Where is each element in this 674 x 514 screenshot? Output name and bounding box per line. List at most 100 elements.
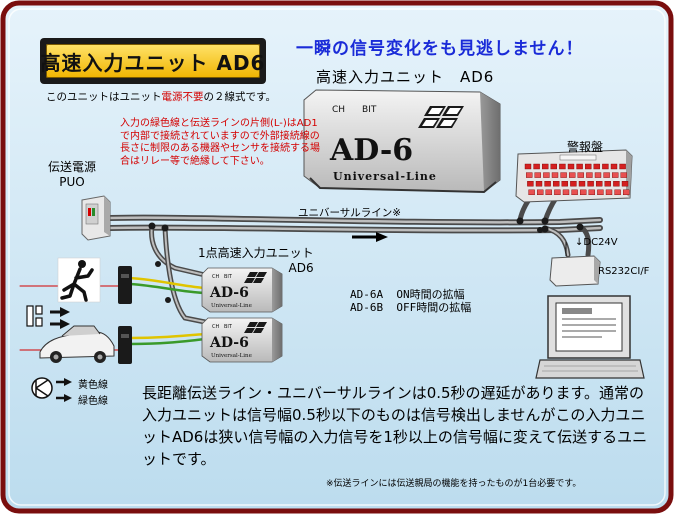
- alarm-lamp: [534, 172, 541, 178]
- wiring-caution-note: 入力の緑色線と伝送ラインの片側(L-)はAD1で内部で接続されていますので外部接…: [120, 118, 320, 167]
- dc24v-text: DC24V: [583, 237, 618, 248]
- alarm-lamp-grid: [524, 163, 630, 196]
- alarm-lamp: [551, 172, 559, 178]
- title-badge-text: 高速入力ユニット AD6: [41, 44, 264, 78]
- alarm-lamp: [527, 180, 534, 187]
- alarm-lamp: [602, 163, 609, 170]
- subtitle-pre: このユニットはユニット: [46, 91, 162, 103]
- alarm-lamp: [550, 163, 557, 170]
- catchphrase: 一瞬の信号変化をも見逃しません！: [296, 39, 584, 59]
- variant-ad6a-desc: ON時間の拡幅: [396, 288, 465, 301]
- alarm-lamp: [544, 180, 551, 187]
- alarm-lamp: [596, 180, 603, 187]
- alarm-lamp: [537, 189, 544, 196]
- transmission-line-label: ユニバーサルライン※: [298, 207, 402, 219]
- alarm-lamp: [605, 189, 613, 196]
- alarm-lamp: [613, 180, 620, 187]
- alarm-lamp: [610, 163, 618, 170]
- alarm-lamp: [543, 172, 550, 178]
- variant-ad6b-desc: OFF時間の拡幅: [396, 301, 472, 314]
- alarm-lamp: [594, 172, 602, 178]
- power-supply-model: PUO: [59, 175, 85, 189]
- rs232c-interface-box: [549, 242, 601, 287]
- photo-sensor-upper: [118, 266, 132, 304]
- single-unit-model: AD6: [288, 261, 314, 275]
- ad6-unit-lower: [201, 317, 283, 363]
- alarm-lamp: [533, 163, 540, 170]
- description-text: 長距離伝送ライン・ユニバーサルラインは0.5秒の遅延があります。通常の入力ユニッ…: [142, 384, 648, 468]
- alarm-lamp: [621, 180, 629, 187]
- alarm-lamp: [535, 180, 543, 187]
- contact-symbol-icon: [31, 377, 72, 402]
- ad6-unit-upper: [201, 267, 283, 313]
- alarm-lamp: [593, 163, 600, 170]
- running-person-icon: [57, 257, 101, 303]
- alarm-lamp: [569, 172, 576, 178]
- alarm-lamp: [528, 189, 535, 196]
- single-unit-name: 1点高速入力ユニット: [198, 246, 314, 260]
- alarm-lamp: [597, 189, 604, 196]
- alarm-lamp: [588, 189, 595, 196]
- alarm-lamp: [612, 172, 619, 178]
- alarm-lamp: [576, 163, 583, 170]
- ad6-unit-lower-label: CH BIT AD-6 Universal-Line: [209, 324, 252, 359]
- footnote: ※伝送ラインには伝送親局の機能を持ったものが1台必要です。: [326, 479, 582, 489]
- product-title: 高速入力ユニット AD6: [316, 68, 495, 86]
- ad6-unit-upper-label: CH BIT AD-6 Universal-Line: [209, 274, 252, 309]
- variant-ad6a: AD-6A ON時間の拡幅: [350, 286, 465, 302]
- wire-junctions: [148, 217, 584, 303]
- signal-arrowhead: [376, 232, 388, 242]
- alarm-lamp: [619, 163, 626, 170]
- unit-upper-bit-label: BIT: [224, 274, 233, 280]
- unit-upper-model-text: AD-6: [209, 285, 249, 301]
- alarm-lamp: [585, 163, 592, 170]
- alarm-lamp: [560, 172, 567, 178]
- power-supply-unit: [81, 195, 111, 241]
- subtitle: このユニットはユニット電源不要の２線式です。: [46, 89, 276, 104]
- alarm-lamp: [623, 189, 630, 196]
- alarm-lamp: [567, 163, 575, 170]
- subtitle-post: の２線式です。: [203, 91, 276, 103]
- subtitle-highlight: 電源不要: [161, 91, 204, 103]
- alarm-lamp: [578, 180, 586, 187]
- product-bit-label: BIT: [362, 105, 377, 115]
- dc24v-label: ↓DC24V: [575, 237, 618, 248]
- alarm-lamp: [554, 189, 561, 196]
- product-model-text: AD-6: [329, 133, 413, 168]
- title-badge: 高速入力ユニット AD6: [40, 38, 266, 84]
- alarm-lamp: [587, 180, 594, 187]
- variant-ad6a-model: AD-6A: [350, 288, 384, 301]
- power-supply-label: 伝送電源 PUO: [48, 160, 96, 190]
- alarm-lamp: [553, 180, 560, 187]
- ad6-product-image: [303, 89, 501, 194]
- alarm-lamp: [620, 172, 627, 178]
- personal-computer: [535, 295, 645, 379]
- alarm-lamp: [580, 189, 587, 196]
- power-supply-name: 伝送電源: [48, 160, 97, 174]
- legend-yellow-wire: 黄色線: [78, 380, 108, 391]
- photo-sensor-lower: [118, 326, 132, 364]
- alarm-lamp: [603, 172, 610, 178]
- alarm-lamp: [571, 189, 578, 196]
- alarm-panel-label: 警報盤: [567, 140, 604, 154]
- car-icon: [39, 325, 115, 363]
- alarm-lamp: [604, 180, 611, 187]
- alarm-lamp: [561, 180, 568, 187]
- variant-ad6b-model: AD-6B: [350, 301, 384, 314]
- variant-ad6b: AD-6B OFF時間の拡幅: [350, 299, 471, 315]
- alarm-lamp: [524, 163, 532, 170]
- unit-lower-ch-label: CH: [212, 324, 219, 330]
- door-switch-icon: [26, 305, 43, 327]
- alarm-lamp: [577, 172, 584, 178]
- alarm-lamp: [570, 180, 577, 187]
- unit-lower-bit-label: BIT: [224, 324, 233, 330]
- rs232c-label: RS232CI/F: [598, 266, 650, 277]
- alarm-lamp: [559, 163, 566, 170]
- alarm-lamp: [586, 172, 593, 178]
- unit-lower-model-text: AD-6: [209, 335, 249, 351]
- product-brand-text: Universal-Line: [333, 170, 437, 183]
- alarm-lamp: [526, 172, 533, 178]
